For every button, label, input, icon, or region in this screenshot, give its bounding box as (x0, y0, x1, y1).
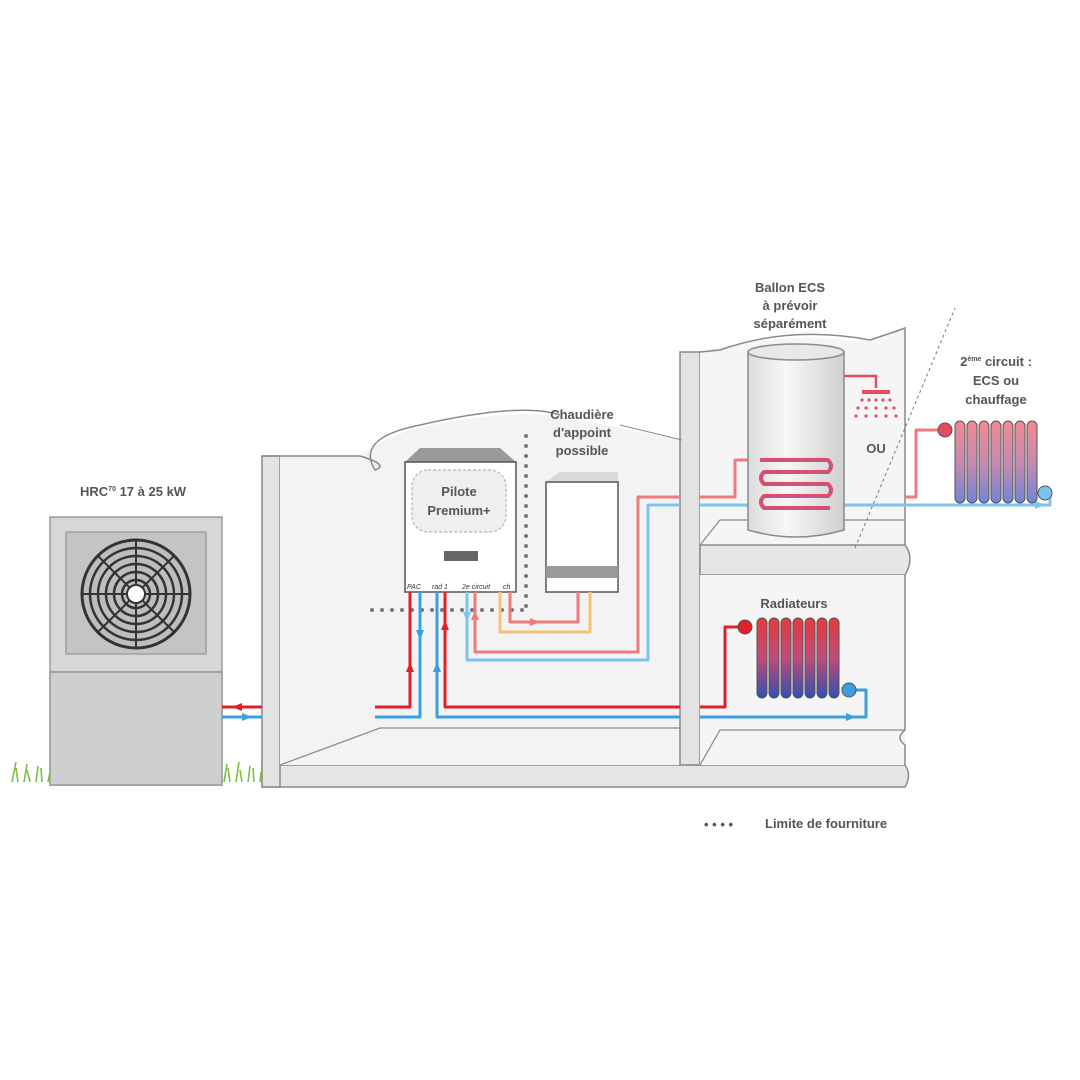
port-rad1: rad 1 (432, 584, 448, 591)
limit-dot (524, 494, 528, 498)
hrc-label-sup: 70 (108, 486, 116, 493)
second-circuit-rest: circuit : (981, 354, 1032, 369)
pilote-label-line1: Pilote (441, 484, 476, 499)
limit-dot (524, 454, 528, 458)
limit-dot (440, 608, 444, 612)
legend-text: Limite de fourniture (765, 816, 887, 831)
legend-dots: • • • • (704, 817, 733, 832)
radiator-fin (966, 420, 978, 504)
limit-dot (524, 554, 528, 558)
backup-boiler: Chaudière d'appoint possible (545, 407, 683, 593)
limit-dot (524, 594, 528, 598)
radiator-fin (780, 617, 792, 699)
radiator-icon (737, 617, 857, 699)
radiator-icon (937, 420, 1053, 504)
limit-dot (380, 608, 384, 612)
limit-dot (524, 484, 528, 488)
radiator-fin (1014, 420, 1026, 504)
port-ch: ch (503, 584, 511, 591)
left-wall (261, 455, 281, 788)
pilote-label-line2: Premium+ (427, 503, 491, 518)
radiator-fin (756, 617, 768, 699)
port-pac: PAC (407, 584, 422, 591)
radiator-fin (1002, 420, 1014, 504)
limit-dot (470, 608, 474, 612)
radiator-fin (828, 617, 840, 699)
limit-dot (524, 504, 528, 508)
limit-dot (390, 608, 394, 612)
svg-text:2ème circuit :: 2ème circuit : (960, 354, 1032, 369)
limit-dot (490, 608, 494, 612)
ballon-label-line2: à prévoir (763, 298, 818, 313)
limit-dot (524, 584, 528, 588)
limit-dot (524, 474, 528, 478)
limit-dot (524, 434, 528, 438)
second-circuit-sup: ème (967, 356, 981, 363)
limit-dot (524, 564, 528, 568)
limit-dot (524, 534, 528, 538)
radiator-fin (768, 617, 780, 699)
separator-line (854, 307, 956, 549)
limit-dot (450, 608, 454, 612)
limit-dot (400, 608, 404, 612)
heat-pump-unit: HRC70 17 à 25 kW (49, 484, 223, 786)
hrc-label-rest: 17 à 25 kW (116, 484, 187, 499)
middle-wall (679, 351, 701, 766)
ou-label: OU (866, 441, 886, 456)
limit-dot (524, 524, 528, 528)
radiator-fin (954, 420, 966, 504)
limit-dot (370, 608, 374, 612)
hot-water-tank: Ballon ECS à prévoir séparément (747, 280, 845, 538)
radiator-fin (1026, 420, 1038, 504)
radiateurs-label: Radiateurs (760, 596, 827, 611)
limit-dot (524, 464, 528, 468)
chaudiere-label-line3: possible (556, 443, 609, 458)
radiator-fin (816, 617, 828, 699)
limit-dot (520, 608, 524, 612)
limit-dot (430, 608, 434, 612)
chaudiere-label-line2: d'appoint (553, 425, 612, 440)
radiator-fin (792, 617, 804, 699)
shower-icon (844, 374, 898, 418)
radiator-fin (804, 617, 816, 699)
limit-dot (524, 514, 528, 518)
ground-slab (261, 764, 910, 788)
limit-dot (524, 544, 528, 548)
limit-dot (524, 604, 528, 608)
fan-icon (80, 538, 192, 650)
limit-dot (524, 574, 528, 578)
intermediate-floor-slab (699, 544, 911, 576)
pilote-display (444, 551, 478, 561)
radiator-fin (978, 420, 990, 504)
second-circuit-num: 2 (960, 354, 967, 369)
port-2e-circuit: 2e circuit (461, 584, 491, 591)
pilote-premium-unit: Pilote Premium+ PAC rad 1 2e circuit ch (404, 448, 517, 593)
svg-text:HRC70 17 à 25 kW: HRC70 17 à 25 kW (80, 484, 187, 499)
hrc-label-main: HRC (80, 484, 109, 499)
ballon-label-line3: séparément (754, 316, 828, 331)
radiator-fin (990, 420, 1002, 504)
chaudiere-label-line1: Chaudière (550, 407, 614, 422)
grass-icon (11, 761, 262, 783)
legend: • • • • Limite de fourniture (704, 816, 887, 832)
limit-dot (524, 444, 528, 448)
second-circuit-line2: ECS ou (973, 373, 1019, 388)
limit-dot (460, 608, 464, 612)
second-circuit-line3: chauffage (965, 392, 1026, 407)
ballon-label-line1: Ballon ECS (755, 280, 825, 295)
limit-dot (480, 608, 484, 612)
